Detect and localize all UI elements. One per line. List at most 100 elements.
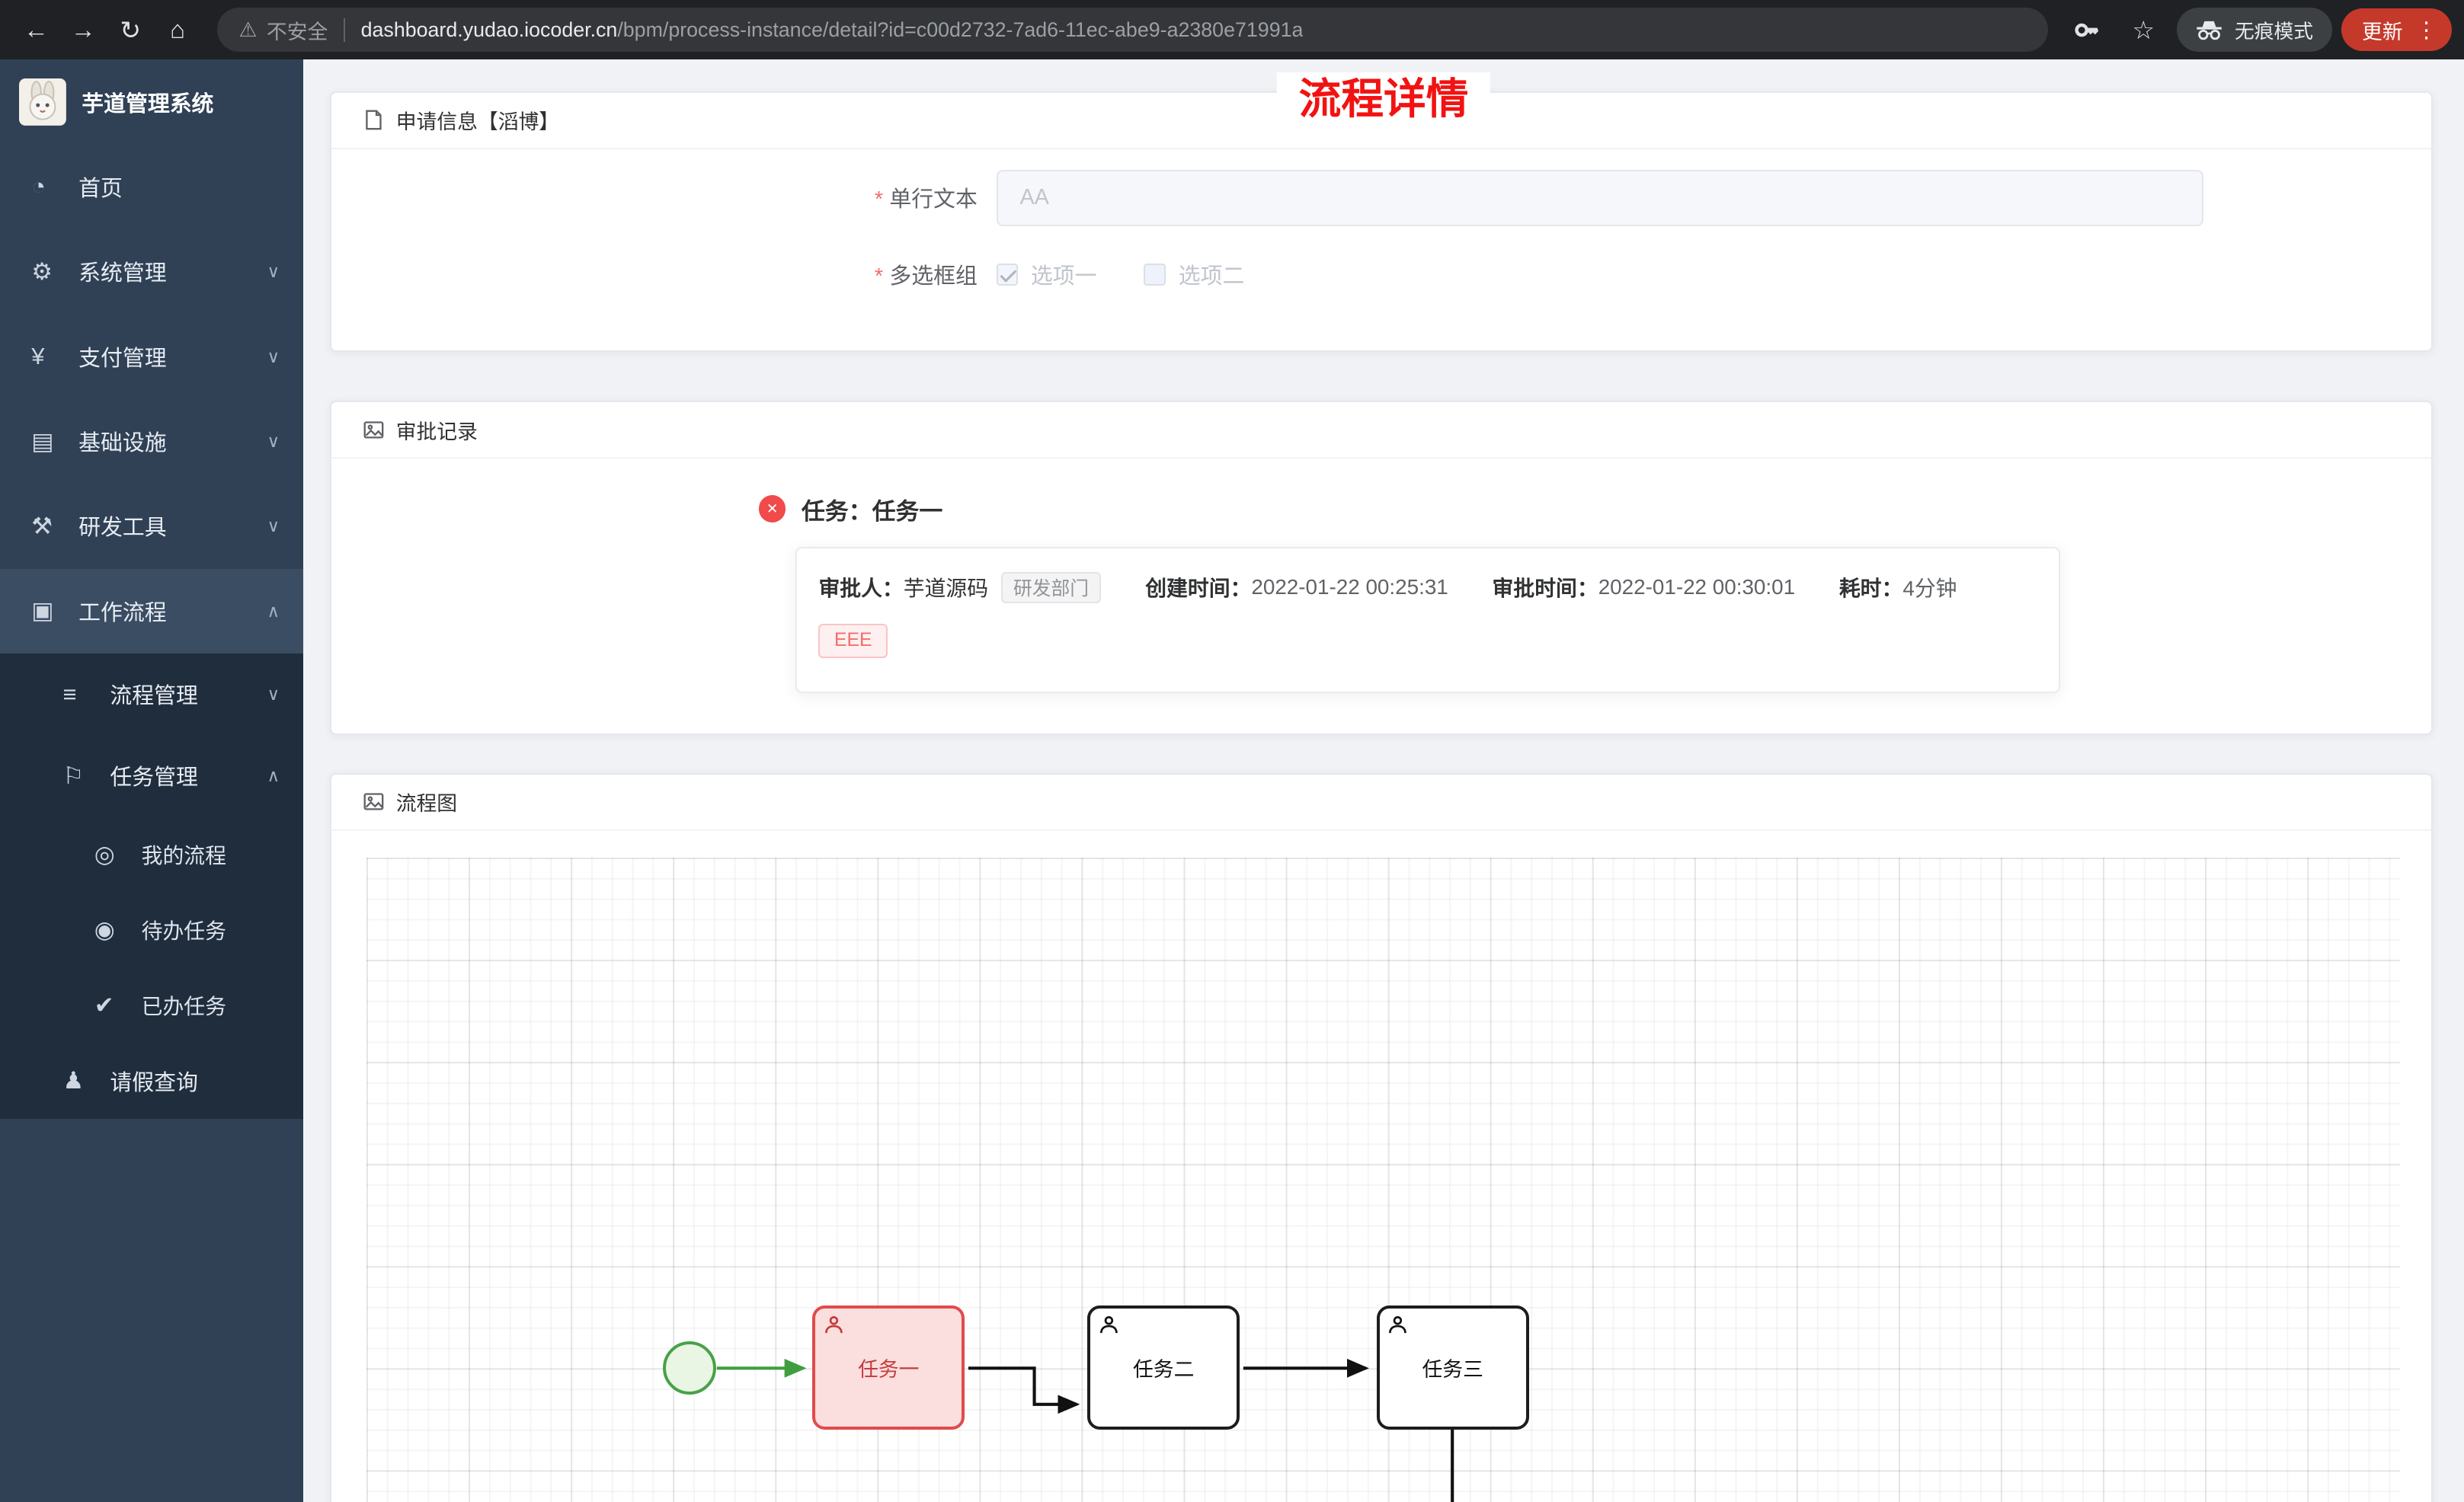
- task3-label: 任务三: [1422, 1357, 1483, 1381]
- sidebar-item-workflow[interactable]: ▣ 工作流程 ∧: [0, 568, 304, 654]
- approval-records-title: 审批记录: [395, 420, 478, 443]
- chevron-down-icon: ∨: [267, 431, 280, 452]
- browser-menu-icon[interactable]: ⋮: [2415, 18, 2437, 43]
- workflow-submenu: ≡ 流程管理 ∨ ⚐ 任务管理 ∧ ◎ 我的流程 ◉ 待办任务 ✔ 已办任务: [0, 654, 304, 1119]
- sidebar-item-label: 基础设施: [78, 431, 167, 456]
- sidebar-item-leave-query[interactable]: ♟ 请假查询: [0, 1043, 303, 1119]
- approver-name: 芋道源码: [903, 577, 989, 601]
- user-task-icon: [1389, 1316, 1406, 1334]
- chrome-update-button[interactable]: 更新 ⋮: [2341, 8, 2452, 52]
- create-time-label: 创建时间：: [1145, 577, 1252, 601]
- rejected-status-icon: ✕: [759, 495, 786, 523]
- app-title: 芋道管理系统: [82, 91, 214, 117]
- sidebar-item-done-tasks[interactable]: ✔ 已办任务: [0, 968, 303, 1043]
- sidebar-item-my-process[interactable]: ◎ 我的流程: [0, 817, 303, 893]
- sidebar-item-system[interactable]: ⚙ 系统管理 ∨: [0, 229, 303, 314]
- single-line-text-input[interactable]: [996, 169, 2203, 226]
- reload-icon: ↻: [120, 15, 142, 44]
- url-domain: dashboard.yudao.iocoder.cn: [360, 18, 618, 41]
- checkbox-label: 选项二: [1178, 264, 1245, 289]
- task1-node[interactable]: 任务一: [812, 1305, 965, 1430]
- toolbar-right: ☆ 无痕模式 更新 ⋮: [2063, 6, 2452, 53]
- approval-records-card: 审批记录 ✕ 任务：任务一 审批人： 芋道源码 研发部门 创建时间： 2022-…: [330, 400, 2433, 736]
- duration-value: 4分钟: [1902, 577, 1957, 601]
- chevron-down-icon: ∨: [267, 346, 280, 366]
- incognito-spy-icon: [2197, 21, 2222, 40]
- approval-record-line: 审批人： 芋道源码 研发部门 创建时间： 2022-01-22 00:25:31…: [818, 571, 2037, 603]
- app-logo[interactable]: 芋道管理系统: [0, 59, 303, 144]
- rabbit-logo-icon: [18, 78, 66, 126]
- sidebar-item-label: 支付管理: [78, 346, 167, 371]
- approver-label: 审批人：: [818, 577, 904, 601]
- sidebar-item-home[interactable]: ◔ 首页: [0, 145, 303, 229]
- tools-icon: ⚒: [31, 512, 53, 539]
- checkbox-option-2[interactable]: 选项二: [1144, 259, 1244, 290]
- browser-toolbar: ← → ↻ ⌂ ⚠ 不安全 dashboard.yudao.iocoder.cn…: [0, 0, 2464, 60]
- sidebar-item-payment[interactable]: ¥ 支付管理 ∨: [0, 315, 303, 399]
- home-icon: ⌂: [170, 15, 186, 44]
- field-label-checkbox-group: 多选框组: [331, 259, 996, 290]
- start-event-node[interactable]: [663, 1341, 717, 1395]
- user-task-icon: [1099, 1316, 1118, 1334]
- sidebar-item-label: 系统管理: [78, 261, 167, 286]
- approval-reason-tag: EEE: [818, 623, 888, 659]
- x-glyph: ✕: [766, 500, 779, 516]
- duration-label: 耗时：: [1838, 577, 1903, 601]
- checkbox-option-1[interactable]: 选项一: [996, 259, 1097, 290]
- forward-icon: →: [70, 15, 96, 44]
- sidebar-item-process-management[interactable]: ≡ 流程管理 ∨: [0, 654, 303, 735]
- security-label: 不安全: [266, 20, 328, 43]
- task2-node[interactable]: 任务二: [1087, 1305, 1240, 1430]
- infra-icon: ▤: [31, 427, 54, 455]
- home-button[interactable]: ⌂: [154, 6, 201, 53]
- checkbox-unchecked-icon: [1144, 264, 1166, 286]
- user-icon: ♟: [62, 1067, 85, 1094]
- department-tag: 研发部门: [1000, 571, 1102, 603]
- star-icon: ☆: [2132, 15, 2155, 44]
- sidebar-item-label: 研发工具: [78, 516, 167, 541]
- sidebar-item-todo-tasks[interactable]: ◉ 待办任务: [0, 893, 303, 968]
- task2-label: 任务二: [1133, 1357, 1195, 1381]
- user-task-icon: [824, 1316, 843, 1334]
- bpmn-canvas: 任务一 任务二 任务三: [366, 858, 2400, 1502]
- incognito-badge: 无痕模式: [2176, 8, 2332, 53]
- reload-button[interactable]: ↻: [107, 6, 154, 53]
- forward-button[interactable]: →: [59, 6, 107, 53]
- sidebar-item-label: 首页: [78, 176, 123, 201]
- warning-icon: ⚠: [238, 18, 258, 41]
- list-icon: ≡: [62, 680, 77, 708]
- gear-icon: ⚙: [31, 257, 53, 285]
- task3-node[interactable]: 任务三: [1376, 1305, 1529, 1430]
- sidebar-item-label: 我的流程: [141, 844, 226, 868]
- done-task-icon: ✔: [94, 992, 114, 1018]
- key-icon: [2075, 23, 2098, 37]
- picture-icon: [363, 420, 384, 439]
- address-bar[interactable]: ⚠ 不安全 dashboard.yudao.iocoder.cn /bpm/pr…: [216, 8, 2048, 53]
- checkbox-checked-icon: [996, 264, 1019, 286]
- checkbox-label: 选项一: [1030, 264, 1097, 289]
- incognito-label: 无痕模式: [2234, 21, 2314, 43]
- approval-records-header: 审批记录: [331, 402, 2431, 459]
- sidebar-item-devtools[interactable]: ⚒ 研发工具 ∨: [0, 484, 303, 568]
- back-button[interactable]: ←: [13, 6, 60, 53]
- field-label-single-line: 单行文本: [331, 182, 996, 213]
- apply-info-title: 申请信息【滔博】: [395, 110, 560, 134]
- process-diagram-header: 流程图: [331, 775, 2431, 831]
- flag-icon: ⚐: [62, 762, 85, 789]
- create-time-value: 2022-01-22 00:25:31: [1251, 575, 1448, 599]
- chevron-up-icon: ∧: [267, 765, 280, 786]
- address-divider: [343, 18, 345, 42]
- password-key-button[interactable]: [2063, 6, 2110, 53]
- sidebar-item-label: 待办任务: [141, 919, 226, 943]
- approval-record-panel: 审批人： 芋道源码 研发部门 创建时间： 2022-01-22 00:25:31…: [795, 546, 2060, 693]
- sidebar-item-infrastructure[interactable]: ▤ 基础设施 ∨: [0, 399, 303, 484]
- sidebar-item-label: 工作流程: [78, 600, 167, 625]
- bookmark-star-button[interactable]: ☆: [2120, 6, 2167, 53]
- process-diagram-title: 流程图: [395, 792, 458, 816]
- chevron-up-icon: ∧: [267, 600, 280, 621]
- sidebar-item-label: 任务管理: [110, 765, 198, 791]
- bpmn-connectors: [716, 1359, 1454, 1502]
- sidebar-item-task-management[interactable]: ⚐ 任务管理 ∧: [0, 735, 303, 817]
- dashboard-icon: ◔: [31, 173, 46, 200]
